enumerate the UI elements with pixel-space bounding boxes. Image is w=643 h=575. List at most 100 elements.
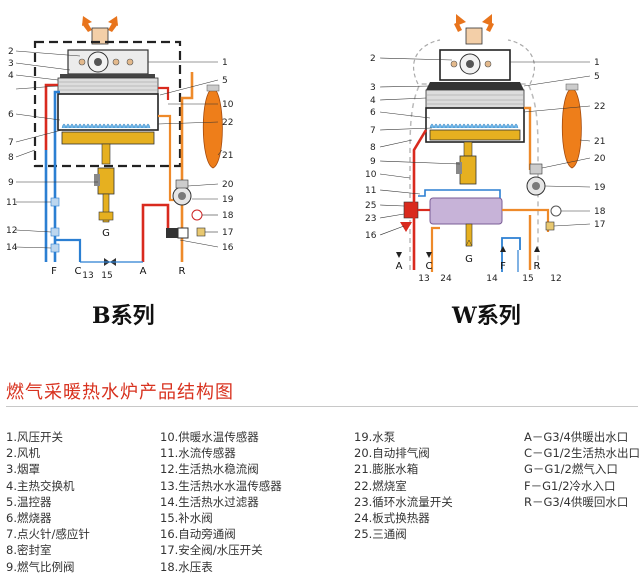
legend-item: 1.风压开关 bbox=[6, 430, 63, 444]
legend-item: 22.燃烧室 bbox=[354, 478, 407, 493]
w-callout-23: 23 bbox=[365, 214, 376, 224]
b-port-C: C bbox=[75, 266, 82, 277]
burner bbox=[429, 129, 521, 141]
b-callout-12: 12 bbox=[6, 226, 17, 236]
b-callout-17: 17 bbox=[222, 228, 233, 238]
b-callout-20: 20 bbox=[222, 180, 234, 190]
cold-water-pipe bbox=[418, 189, 501, 198]
w-callout-7: 7 bbox=[370, 126, 376, 136]
legend-item: R－G3/4供暖回水口 bbox=[524, 494, 629, 509]
b-callout-21: 21 bbox=[222, 151, 233, 161]
legend-item: 19.水泵 bbox=[354, 430, 396, 444]
legend-item: 15.补水阀 bbox=[160, 511, 213, 526]
section-title: 燃气采暖热水炉产品结构图 bbox=[6, 382, 234, 403]
legend-item: F－G1/2冷水入口 bbox=[524, 478, 616, 493]
w-callout-25: 25 bbox=[365, 201, 376, 211]
legend-item: G－G1/2燃气入口 bbox=[524, 462, 618, 477]
b-callout-9: 9 bbox=[8, 178, 14, 188]
legend-item: 4.主热交换机 bbox=[6, 478, 75, 493]
b-callout-8: 8 bbox=[8, 153, 14, 163]
w-port-F: F bbox=[500, 261, 506, 272]
b-callout-18: 18 bbox=[222, 211, 234, 221]
w-callout-16: 16 bbox=[365, 231, 377, 241]
w-callout-17: 17 bbox=[594, 220, 605, 230]
w-callout-8: 8 bbox=[370, 143, 376, 153]
w-callout-10: 10 bbox=[365, 170, 377, 180]
legend-item: 24.板式换热器 bbox=[354, 511, 430, 526]
expansion-tank bbox=[561, 87, 582, 169]
legend-column-4: A－G3/4供暖出水口 C－G1/2生活热水出口 G－G1/2燃气入口 F－G1… bbox=[524, 429, 640, 510]
w-callout-15: 15 bbox=[522, 274, 533, 284]
b-callout-4: 4 bbox=[8, 71, 14, 81]
b-port-G: G bbox=[102, 228, 110, 239]
b-callout-22: 22 bbox=[222, 118, 233, 128]
w-callout-11: 11 bbox=[365, 186, 376, 196]
diagram-w bbox=[379, 14, 591, 272]
legend-item: 2.风机 bbox=[6, 446, 40, 461]
b-callout-5: 5 bbox=[222, 76, 228, 86]
w-callout-22: 22 bbox=[594, 102, 605, 112]
legend-item: 7.点火针/感应针 bbox=[6, 527, 90, 542]
legend-item: 13.生活热水水温传感器 bbox=[160, 478, 282, 493]
b-callout-15: 15 bbox=[101, 271, 112, 281]
legend-item: 23.循环水流量开关 bbox=[354, 494, 453, 509]
w-callout-24: 24 bbox=[440, 274, 452, 284]
legend-item: 5.温控器 bbox=[6, 494, 52, 509]
b-callout-16: 16 bbox=[222, 243, 234, 253]
gas-valve bbox=[97, 167, 115, 195]
w-port-A: A bbox=[396, 261, 403, 272]
b-port-A: A bbox=[140, 266, 147, 277]
b-callout-6: 6 bbox=[8, 110, 14, 120]
legend-item: 9.燃气比例阀 bbox=[6, 559, 75, 574]
w-callout-2: 2 bbox=[370, 54, 376, 64]
legend-item: 3.烟罩 bbox=[6, 462, 40, 477]
w-callout-5: 5 bbox=[594, 72, 600, 82]
w-callout-3: 3 bbox=[370, 83, 376, 93]
legend-item: 10.供暖水温传感器 bbox=[160, 430, 259, 444]
legend-item: 11.水流传感器 bbox=[160, 446, 236, 461]
w-callout-12: 12 bbox=[550, 274, 561, 284]
hot-water-pipe bbox=[44, 83, 58, 150]
legend-item: 12.生活热水稳流阀 bbox=[160, 462, 259, 477]
legend-item: 20.自动排气阀 bbox=[354, 446, 430, 461]
w-callout-19: 19 bbox=[594, 183, 606, 193]
b-callout-10: 10 bbox=[222, 100, 234, 110]
gas-valve bbox=[459, 155, 477, 185]
legend-item: 8.密封室 bbox=[6, 543, 52, 558]
b-callout-14: 14 bbox=[6, 243, 18, 253]
b-callout-11: 11 bbox=[6, 198, 17, 208]
expansion-tank bbox=[202, 87, 223, 169]
legend-item: 14.生活热水过滤器 bbox=[160, 494, 259, 509]
b-port-R: R bbox=[179, 266, 186, 277]
flame-icon bbox=[429, 123, 519, 129]
pressure-gauge-icon bbox=[191, 209, 203, 221]
w-port-G: G bbox=[465, 254, 473, 265]
b-port-F: F bbox=[51, 266, 57, 277]
w-callout-18: 18 bbox=[594, 207, 606, 217]
w-callout-6: 6 bbox=[370, 108, 376, 118]
legend-item: A－G3/4供暖出水口 bbox=[524, 430, 629, 444]
legend-item: 21.膨胀水箱 bbox=[354, 462, 419, 477]
b-callout-19: 19 bbox=[222, 195, 234, 205]
legend-item: 16.自动旁通阀 bbox=[160, 527, 236, 542]
b-callout-7: 7 bbox=[8, 138, 14, 148]
legend-column-2: 10.供暖水温传感器 11.水流传感器 12.生活热水稳流阀 13.生活热水水温… bbox=[160, 429, 282, 575]
burner bbox=[61, 131, 155, 145]
hot-water-pipe bbox=[430, 226, 440, 272]
b-callout-1: 1 bbox=[222, 58, 228, 68]
heating-supply-pipe bbox=[412, 129, 428, 270]
main-heat-exchanger bbox=[425, 89, 525, 109]
w-callout-4: 4 bbox=[370, 96, 376, 106]
legend-column-3: 19.水泵 20.自动排气阀 21.膨胀水箱 22.燃烧室 23.循环水流量开关… bbox=[354, 429, 453, 542]
legend-column-1: 1.风压开关 2.风机 3.烟罩 4.主热交换机 5.温控器 6.燃烧器 7.点… bbox=[6, 429, 90, 575]
w-port-R: R bbox=[534, 261, 541, 272]
three-way-valve bbox=[403, 201, 419, 219]
diagram-b-title: B系列 bbox=[92, 303, 155, 329]
b-callout-3: 3 bbox=[8, 59, 14, 69]
legend-item: 17.安全阀/水压开关 bbox=[160, 543, 263, 558]
b-callout-13: 13 bbox=[82, 271, 93, 281]
diagram-b bbox=[15, 16, 223, 266]
w-callout-13: 13 bbox=[418, 274, 429, 284]
legend-item: 6.燃烧器 bbox=[6, 511, 52, 526]
w-callout-9: 9 bbox=[370, 157, 376, 167]
